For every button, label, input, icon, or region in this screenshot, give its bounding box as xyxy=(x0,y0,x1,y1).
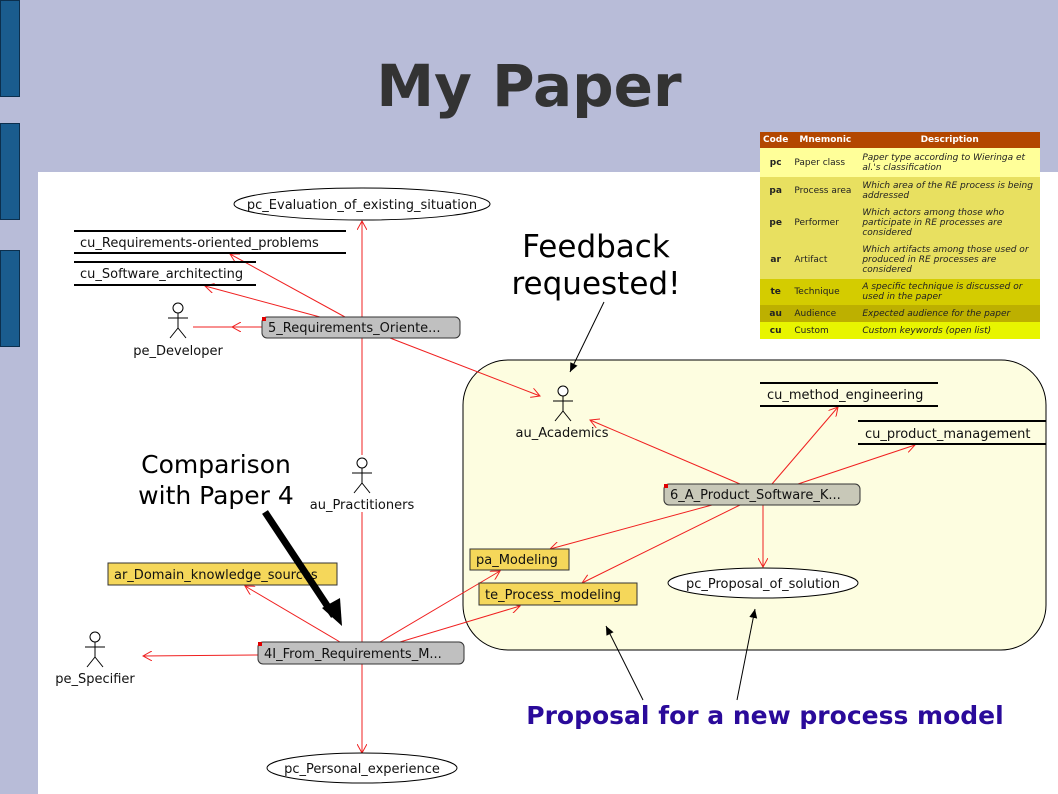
node-pc-personal[interactable]: pc_Personal_experience xyxy=(266,752,458,784)
legend-description: Custom keywords (open list) xyxy=(862,325,992,336)
node-pc-proposal[interactable]: pc_Proposal_of_solution xyxy=(667,567,859,599)
edge xyxy=(205,286,321,318)
edge xyxy=(582,504,741,583)
legend-code: pe xyxy=(769,218,782,228)
svg-text:cu_method_engineering: cu_method_engineering xyxy=(767,388,923,403)
feedback-text-line1: Feedback xyxy=(522,229,670,265)
node-cu-software[interactable]: cu_Software_architecting xyxy=(74,261,256,286)
svg-text:pe_Developer: pe_Developer xyxy=(133,344,223,359)
edge xyxy=(797,445,915,485)
legend-row: cu Custom Custom keywords (open list) xyxy=(760,322,1040,339)
actor-icon xyxy=(168,302,188,339)
edge xyxy=(143,655,259,656)
proposal-arrow-1 xyxy=(605,625,644,701)
legend-mnemonic: Paper class xyxy=(794,157,846,168)
legend-header-mnemonic: Mnemonic xyxy=(791,132,860,148)
legend-row: te Technique A specific technique is discu… xyxy=(760,279,1040,305)
edge xyxy=(245,586,341,643)
node-pc-evaluation[interactable]: pc_Evaluation_of_existing_situation xyxy=(233,187,491,221)
proposal-arrow-2 xyxy=(736,608,758,701)
sidebar-tab-3 xyxy=(0,250,20,347)
legend-mnemonic: Audience xyxy=(794,308,837,319)
legend-code: au xyxy=(769,308,782,319)
edges xyxy=(143,221,915,753)
legend-code: te xyxy=(770,287,781,297)
actor-pe-developer[interactable]: pe_Developer xyxy=(133,302,223,359)
legend-description: Which actors among those who participate… xyxy=(862,208,1005,238)
svg-text:au_Practitioners: au_Practitioners xyxy=(310,498,415,513)
legend-description: Paper type according to Wieringa et al.'… xyxy=(862,152,1026,173)
comparison-text-line2: with Paper 4 xyxy=(138,481,294,510)
comparison-arrowhead xyxy=(322,598,342,626)
legend-mnemonic: Custom xyxy=(794,325,829,336)
edge xyxy=(389,337,540,396)
legend-code: pa xyxy=(769,186,782,196)
actor-icon xyxy=(85,631,105,668)
slide-title: My Paper xyxy=(376,52,682,120)
svg-text:6_A_Product_Software_K...: 6_A_Product_Software_K... xyxy=(670,488,841,503)
svg-text:pc_Evaluation_of_existing_situ: pc_Evaluation_of_existing_situation xyxy=(247,198,477,213)
marker-icon xyxy=(664,484,668,488)
node-te-process[interactable]: te_Process_modeling xyxy=(478,582,638,606)
edge xyxy=(771,407,838,485)
svg-text:pe_Specifier: pe_Specifier xyxy=(55,672,135,687)
edge xyxy=(550,504,713,549)
edge xyxy=(230,254,346,318)
svg-text:pc_Proposal_of_solution: pc_Proposal_of_solution xyxy=(686,577,840,592)
comparison-arrow xyxy=(262,510,337,618)
legend-mnemonic: Performer xyxy=(794,218,839,228)
svg-text:cu_Software_architecting: cu_Software_architecting xyxy=(80,267,243,282)
legend-code: cu xyxy=(769,325,782,336)
legend-header-code: Code xyxy=(760,132,792,148)
marker-icon xyxy=(262,317,266,321)
sidebar-tab-2 xyxy=(0,123,20,220)
legend-row: au Audience Expected audience for the pape… xyxy=(760,305,1040,322)
svg-text:pa_Modeling: pa_Modeling xyxy=(476,553,558,568)
node-ar-domain[interactable]: ar_Domain_knowledge_sources xyxy=(107,562,338,586)
svg-text:cu_Requirements-oriented_probl: cu_Requirements-oriented_problems xyxy=(80,236,319,251)
svg-text:pc_Personal_experience: pc_Personal_experience xyxy=(284,762,440,777)
actor-pe-specifier[interactable]: pe_Specifier xyxy=(55,631,135,687)
node-paper-5[interactable]: 5_Requirements_Oriente... xyxy=(261,316,461,339)
node-pa-modeling[interactable]: pa_Modeling xyxy=(469,548,570,571)
legend-row: ar Artifact Which artifacts among those us… xyxy=(760,241,1040,279)
node-paper-6[interactable]: 6_A_Product_Software_K... xyxy=(663,483,861,506)
svg-text:4I_From_Requirements_M...: 4I_From_Requirements_M... xyxy=(264,647,442,662)
legend-row: pc Paper class Paper type according to Wie… xyxy=(760,148,1040,177)
legend-description: Which artifacts among those used or prod… xyxy=(862,245,1029,275)
node-paper-4[interactable]: 4I_From_Requirements_M... xyxy=(257,641,465,665)
edge xyxy=(399,606,520,643)
legend-description: Expected audience for the paper xyxy=(862,308,1011,319)
legend-mnemonic: Technique xyxy=(794,287,840,297)
legend-description: A specific technique is discussed or use… xyxy=(862,282,1023,302)
svg-text:te_Process_modeling: te_Process_modeling xyxy=(485,588,621,603)
node-cu-method[interactable]: cu_method_engineering xyxy=(760,382,938,407)
actor-au-academics[interactable]: au_Academics xyxy=(516,385,609,441)
svg-text:5_Requirements_Oriente...: 5_Requirements_Oriente... xyxy=(268,321,441,336)
actor-icon xyxy=(553,385,573,422)
node-cu-product[interactable]: cu_product_management xyxy=(858,420,1046,445)
legend-code: pc xyxy=(769,157,782,168)
actor-au-practitioners[interactable]: au_Practitioners xyxy=(310,457,415,513)
marker-icon xyxy=(258,642,262,646)
legend-header-description: Description xyxy=(859,132,1040,148)
legend-mnemonic: Artifact xyxy=(794,255,828,265)
svg-text:au_Academics: au_Academics xyxy=(516,426,609,441)
comparison-text-line1: Comparison xyxy=(141,450,291,479)
svg-text:cu_product_management: cu_product_management xyxy=(865,427,1030,442)
edge xyxy=(590,420,741,485)
feedback-arrow xyxy=(569,301,605,373)
legend-description: Which area of the RE process is being ad… xyxy=(862,181,1033,201)
sidebar-tab-1 xyxy=(0,0,20,97)
legend-code: ar xyxy=(770,255,781,265)
legend-row: pa Process area Which area of the RE proce… xyxy=(760,177,1040,205)
proposal-text: Proposal for a new process model xyxy=(526,701,1003,730)
node-cu-requirements[interactable]: cu_Requirements-oriented_problems xyxy=(74,230,346,254)
actor-icon xyxy=(352,457,372,494)
legend-row: pe Performer Which actors among those who … xyxy=(760,205,1040,241)
svg-text:ar_Domain_knowledge_sources: ar_Domain_knowledge_sources xyxy=(114,568,318,583)
feedback-text-line2: requested! xyxy=(511,266,680,302)
legend-mnemonic: Process area xyxy=(794,186,852,196)
